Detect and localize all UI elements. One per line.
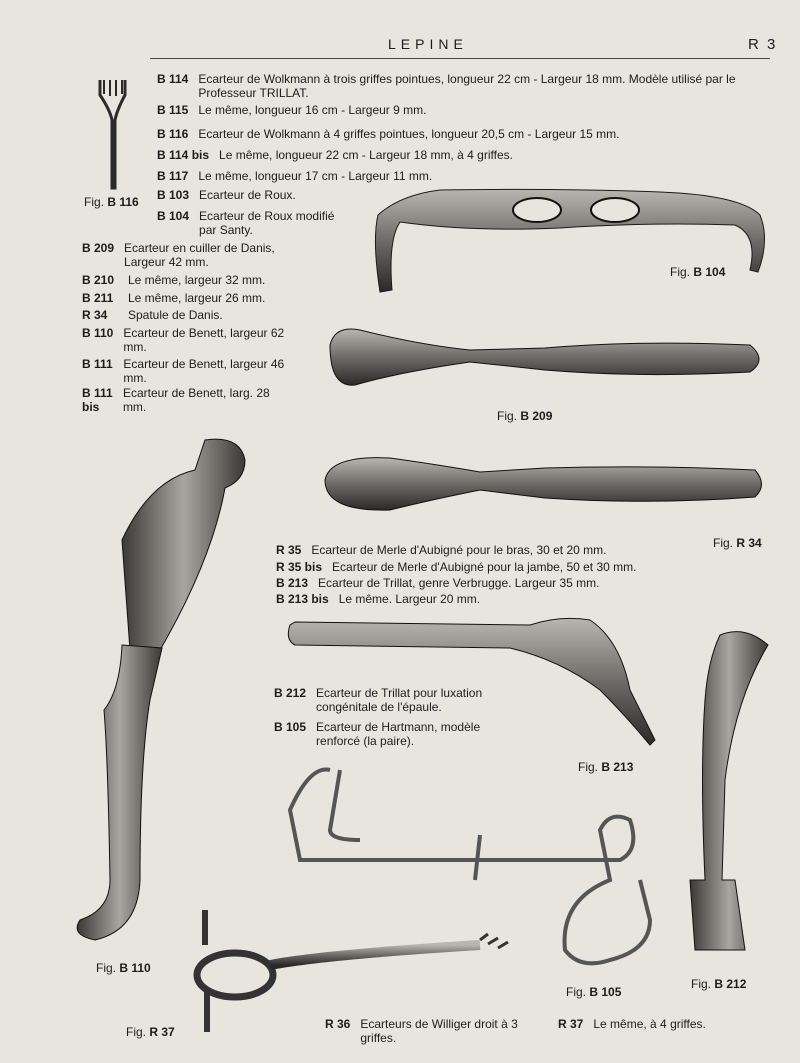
header-rule	[150, 58, 770, 59]
retractor-r37-illustration	[193, 910, 509, 1032]
page-header-title: LEPINE	[388, 36, 468, 52]
figure-caption-r34: Fig. R 34	[713, 536, 762, 550]
entry-code: R 35	[276, 543, 302, 557]
entry-code: B 213	[276, 576, 309, 590]
entry-code: B 210	[82, 273, 115, 287]
entry-code: B 115	[157, 103, 189, 117]
entry-text: Spatule de Danis.	[128, 308, 223, 322]
entry-code: B 114	[157, 72, 189, 86]
entry-text: Ecarteur de Trillat pour luxation congén…	[316, 686, 483, 714]
catalog-entry: B 213 bis Le même. Largeur 20 mm.	[276, 592, 480, 606]
catalog-entry: B 104 Ecarteur de Roux modifié par Santy…	[157, 209, 347, 237]
catalog-entry: B 111 Ecarteur de Benett, largeur 46 mm.	[82, 357, 287, 385]
retractor-b209-illustration	[329, 328, 760, 386]
entry-code: B 103	[157, 188, 190, 202]
entry-code: B 104	[157, 209, 190, 223]
entry-text: Ecarteurs de Williger droit à 3 griffes.	[360, 1017, 518, 1045]
figure-caption-b110: Fig. B 110	[96, 961, 151, 975]
catalog-entry: R 34 Spatule de Danis.	[82, 308, 297, 322]
entry-text: Ecarteur de Wolkmann à trois griffes poi…	[198, 72, 736, 100]
entry-text: Le même, longueur 22 cm - Largeur 18 mm,…	[219, 148, 513, 162]
entry-text: Le même, longueur 16 cm - Largeur 9 mm.	[198, 103, 427, 117]
entry-text: Ecarteur de Wolkmann à 4 griffes pointue…	[198, 127, 620, 141]
retractor-b212-illustration	[689, 631, 769, 951]
figure-caption-b116: Fig. B 116	[84, 195, 139, 209]
retractor-b213-illustration	[287, 617, 656, 746]
entry-text: Ecarteur de Benett, largeur 62 mm.	[123, 326, 285, 354]
page-number: R 3	[748, 36, 778, 53]
entry-code: B 209	[82, 241, 115, 255]
catalog-entry: B 111 bis Ecarteur de Benett, larg. 28 m…	[82, 386, 272, 414]
entry-text: Ecarteur de Benett, larg. 28 mm.	[122, 386, 270, 414]
figure-caption-r37: Fig. R 37	[126, 1025, 175, 1039]
entry-text: Ecarteur de Merle d'Aubigné pour le bras…	[311, 543, 607, 557]
entry-text: Le même, longueur 17 cm - Largeur 11 mm.	[198, 169, 433, 183]
entry-code: B 111	[82, 357, 113, 371]
catalog-entry: B 209 Ecarteur en cuiller de Danis, Larg…	[82, 241, 297, 269]
entry-code: B 212	[274, 686, 307, 700]
entry-code: R 37	[558, 1017, 584, 1031]
entry-code: B 116	[157, 127, 189, 141]
catalog-entry: B 115 Le même, longueur 16 cm - Largeur …	[157, 103, 426, 117]
entry-code: R 34	[82, 308, 108, 322]
retractor-b105-illustration	[287, 767, 653, 966]
entry-text: Ecarteur de Roux modifié par Santy.	[199, 209, 335, 237]
entry-text: Le même, largeur 26 mm.	[128, 291, 266, 305]
catalog-entry: B 211 Le même, largeur 26 mm.	[82, 291, 297, 305]
entry-code: B 105	[274, 720, 307, 734]
entry-code: R 36	[325, 1017, 351, 1031]
catalog-entry: B 114 Ecarteur de Wolkmann à trois griff…	[157, 72, 777, 100]
catalog-entry: B 212 Ecarteur de Trillat pour luxation …	[274, 686, 504, 714]
catalog-entry: B 103 Ecarteur de Roux.	[157, 188, 296, 202]
catalog-entry: B 117 Le même, longueur 17 cm - Largeur …	[157, 169, 432, 183]
catalog-entry: R 35 bis Ecarteur de Merle d'Aubigné pou…	[276, 560, 636, 574]
entry-code: B 111 bis	[82, 386, 113, 414]
figure-caption-b104: Fig. B 104	[670, 265, 726, 279]
spatula-r34-illustration	[324, 457, 762, 511]
entry-text: Le même. Largeur 20 mm.	[338, 592, 481, 606]
entry-code: B 117	[157, 169, 189, 183]
entry-text: Ecarteur de Trillat, genre Verbrugge. La…	[318, 576, 600, 590]
entry-text: Ecarteur de Roux.	[199, 188, 296, 202]
entry-text: Ecarteur en cuiller de Danis, Largeur 42…	[124, 241, 275, 269]
entry-text: Le même, à 4 griffes.	[593, 1017, 706, 1031]
entry-code: B 213 bis	[276, 592, 329, 606]
entry-text: Ecarteur de Merle d'Aubigné pour la jamb…	[332, 560, 637, 574]
figure-caption-b212: Fig. B 212	[691, 977, 747, 991]
retractor-b110-illustration	[76, 438, 246, 941]
catalog-entry: R 36 Ecarteurs de Williger droit à 3 gri…	[325, 1017, 545, 1045]
entry-text: Le même, largeur 32 mm.	[128, 273, 266, 287]
figure-caption-b105: Fig. B 105	[566, 985, 622, 999]
retractor-b104-illustration	[374, 188, 765, 293]
catalog-entry: B 210 Le même, largeur 32 mm.	[82, 273, 297, 287]
catalog-entry: R 35 Ecarteur de Merle d'Aubigné pour le…	[276, 543, 606, 557]
entry-code: B 114 bis	[157, 148, 210, 162]
catalog-entry: B 114 bis Le même, longueur 22 cm - Larg…	[157, 148, 513, 162]
entry-text: Ecarteur de Benett, largeur 46 mm.	[123, 357, 285, 385]
entry-code: B 211	[82, 291, 114, 305]
catalog-entry: B 110 Ecarteur de Benett, largeur 62 mm.	[82, 326, 287, 354]
catalog-entry: R 37 Le même, à 4 griffes.	[558, 1017, 706, 1031]
catalog-entry: B 213 Ecarteur de Trillat, genre Verbrug…	[276, 576, 600, 590]
catalog-entry: B 116 Ecarteur de Wolkmann à 4 griffes p…	[157, 127, 619, 141]
figure-caption-b209: Fig. B 209	[497, 409, 553, 423]
entry-text: Ecarteur de Hartmann, modèle renforcé (l…	[316, 720, 481, 748]
figure-caption-b213: Fig. B 213	[578, 760, 634, 774]
retractor-b116-illustration	[98, 80, 127, 190]
entry-code: B 110	[82, 326, 114, 340]
catalog-entry: B 105 Ecarteur de Hartmann, modèle renfo…	[274, 720, 504, 748]
entry-code: R 35 bis	[276, 560, 323, 574]
